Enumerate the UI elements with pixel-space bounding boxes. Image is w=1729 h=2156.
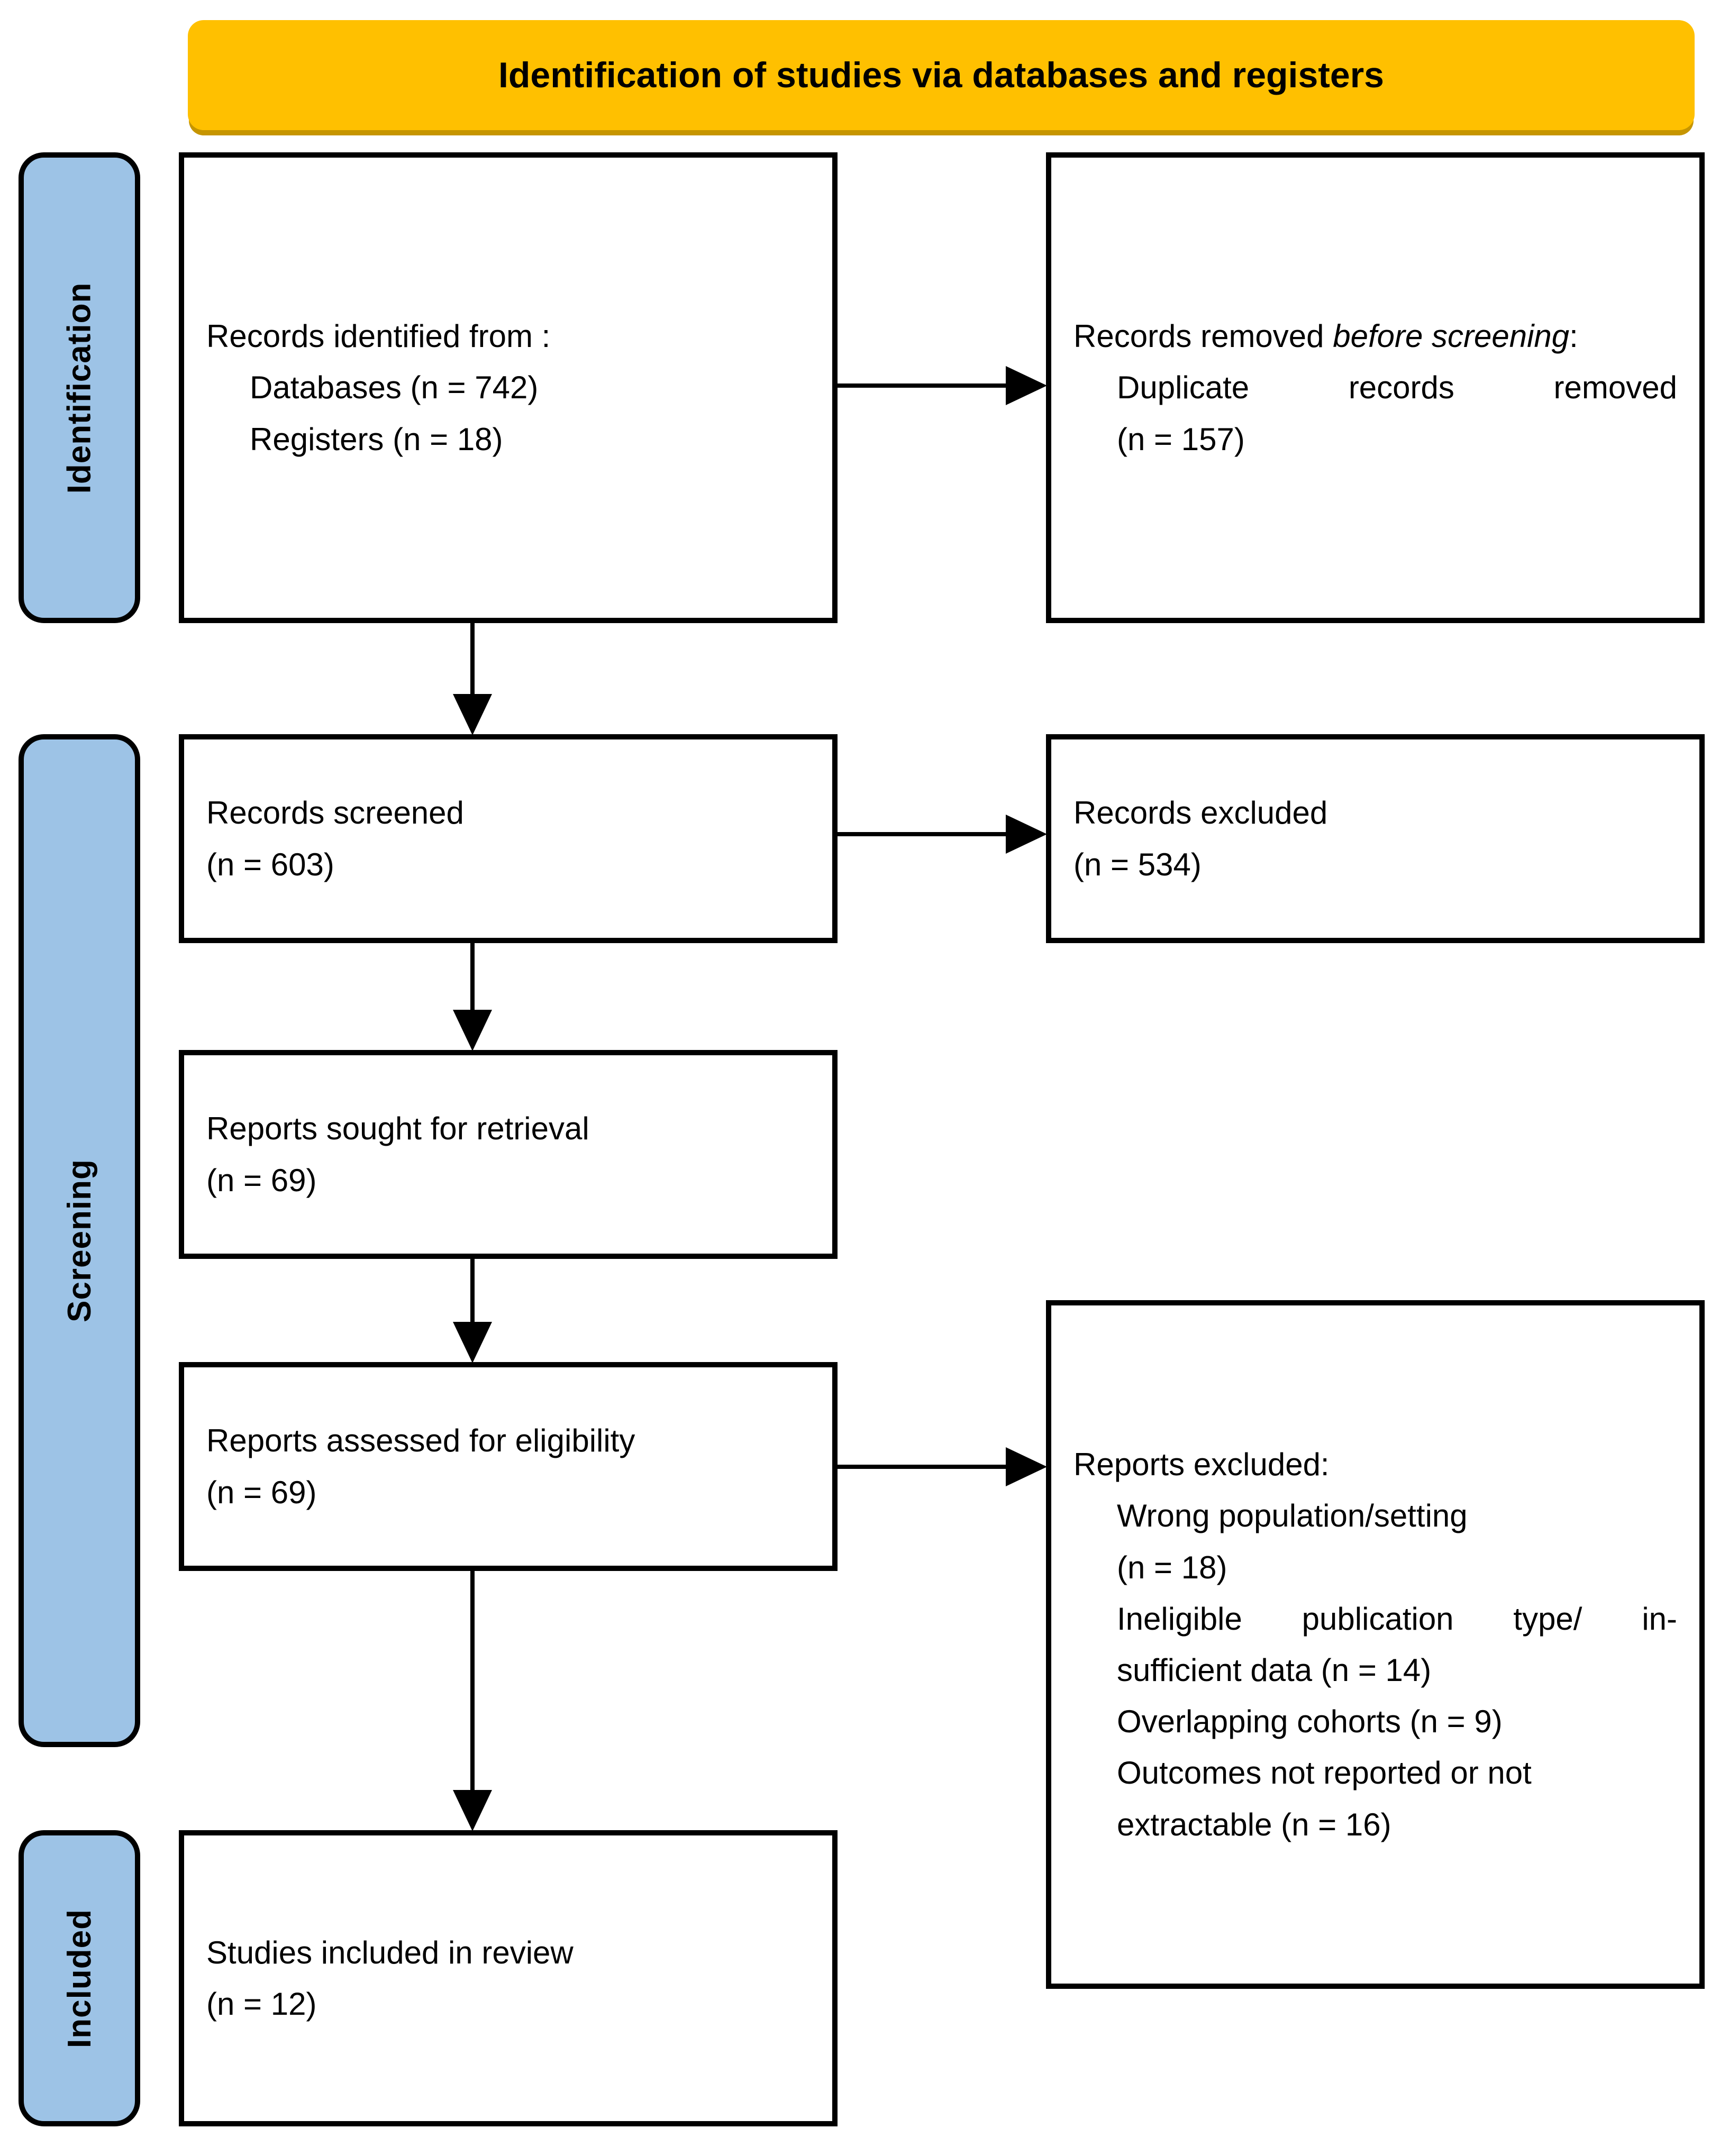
- records-removed-heading-prefix: Records removed: [1073, 318, 1333, 354]
- arrow-assessed-to-reports-excluded: [838, 1446, 1047, 1487]
- arrow-head-down-icon: [453, 1790, 492, 1831]
- records-removed-heading: Records removed before screening:: [1073, 310, 1677, 362]
- arrow-shaft: [838, 1465, 1007, 1469]
- arrow-sought-to-assessed: [451, 1259, 494, 1363]
- diagram-header-banner: Identification of studies via databases …: [188, 20, 1695, 130]
- arrow-head-down-icon: [453, 1010, 492, 1051]
- reports-sought-label: Reports sought for retrieval: [206, 1111, 589, 1147]
- reports-excluded-reason-1-label: Wrong population/setting: [1117, 1498, 1468, 1534]
- stage-label-identification: Identification: [19, 152, 140, 623]
- arrow-screened-to-sought: [451, 943, 494, 1051]
- reports-assessed-label: Reports assessed for eligibility: [206, 1423, 635, 1459]
- box-records-removed-text: Records removed before screening: Duplic…: [1051, 310, 1699, 465]
- box-records-screened-text: Records screened (n = 603): [184, 787, 832, 890]
- box-reports-excluded-text: Reports excluded: Wrong population/setti…: [1051, 1439, 1699, 1850]
- records-screened-label: Records screened: [206, 795, 464, 831]
- reports-excluded-reason-2-label: Ineligible publication type/ in-: [1117, 1601, 1677, 1637]
- stage-label-screening: Screening: [19, 734, 140, 1747]
- reports-excluded-heading: Reports excluded:: [1073, 1447, 1330, 1483]
- arrow-shaft: [838, 383, 1007, 388]
- arrow-head-down-icon: [453, 1322, 492, 1363]
- box-records-screened: Records screened (n = 603): [179, 734, 838, 943]
- box-records-excluded: Records excluded (n = 534): [1046, 734, 1705, 943]
- reports-excluded-reason-3: Overlapping cohorts (n = 9): [1117, 1704, 1503, 1740]
- box-records-identified-text: Records identified from : Databases (n =…: [184, 310, 832, 465]
- arrow-identified-to-removed: [838, 365, 1047, 406]
- arrow-assessed-to-included: [451, 1570, 494, 1831]
- arrow-head-right-icon: [1006, 366, 1047, 405]
- reports-sought-count: (n = 69): [206, 1162, 317, 1198]
- stage-label-included-text: Included: [61, 1908, 98, 2048]
- box-records-excluded-text: Records excluded (n = 534): [1051, 787, 1699, 890]
- reports-excluded-reason-1-count: (n = 18): [1117, 1549, 1227, 1585]
- stage-label-identification-text: Identification: [61, 282, 98, 494]
- records-excluded-label: Records excluded: [1073, 795, 1328, 831]
- box-studies-included-text: Studies included in review (n = 12): [184, 1927, 832, 2030]
- arrow-shaft: [470, 1570, 475, 1790]
- box-studies-included-in-review: Studies included in review (n = 12): [179, 1830, 838, 2126]
- records-removed-heading-italic: before screening: [1333, 318, 1570, 354]
- box-reports-sought-text: Reports sought for retrieval (n = 69): [184, 1103, 832, 1205]
- records-screened-count: (n = 603): [206, 846, 334, 882]
- arrow-head-right-icon: [1006, 1447, 1047, 1486]
- records-excluded-count: (n = 534): [1073, 846, 1202, 882]
- studies-included-label: Studies included in review: [206, 1934, 574, 1970]
- reports-assessed-count: (n = 69): [206, 1474, 317, 1510]
- records-identified-databases: Databases (n = 742): [250, 370, 539, 406]
- box-reports-assessed-text: Reports assessed for eligibility (n = 69…: [184, 1415, 832, 1518]
- reports-excluded-reason-4-label: Outcomes not reported or not: [1117, 1755, 1532, 1791]
- studies-included-count: (n = 12): [206, 1986, 317, 2022]
- records-identified-line-1: Records identified from :: [206, 318, 551, 354]
- arrow-shaft: [470, 943, 475, 1010]
- records-removed-heading-suffix: :: [1569, 318, 1578, 354]
- box-reports-excluded: Reports excluded: Wrong population/setti…: [1046, 1300, 1705, 1989]
- records-identified-registers: Registers (n = 18): [250, 421, 503, 457]
- box-records-identified: Records identified from : Databases (n =…: [179, 152, 838, 623]
- duplicate-records-removed-count: (n = 157): [1117, 421, 1245, 457]
- arrow-identified-to-screened: [451, 623, 494, 735]
- box-reports-sought-for-retrieval: Reports sought for retrieval (n = 69): [179, 1050, 838, 1259]
- arrow-screened-to-records-excluded: [838, 814, 1047, 855]
- box-records-removed-before-screening: Records removed before screening: Duplic…: [1046, 152, 1705, 623]
- arrow-head-down-icon: [453, 694, 492, 735]
- page-title: Identification of studies via databases …: [498, 54, 1385, 95]
- arrow-shaft: [838, 832, 1007, 836]
- box-reports-assessed-for-eligibility: Reports assessed for eligibility (n = 69…: [179, 1362, 838, 1571]
- arrow-shaft: [470, 1259, 475, 1322]
- reports-excluded-reason-2-count: sufficient data (n = 14): [1117, 1652, 1432, 1688]
- duplicate-records-removed-label: Duplicate records removed: [1117, 370, 1677, 406]
- reports-excluded-reason-4-count: extractable (n = 16): [1117, 1806, 1391, 1842]
- stage-label-included: Included: [19, 1830, 140, 2126]
- arrow-shaft: [470, 623, 475, 694]
- stage-label-screening-text: Screening: [61, 1159, 98, 1322]
- arrow-head-right-icon: [1006, 815, 1047, 854]
